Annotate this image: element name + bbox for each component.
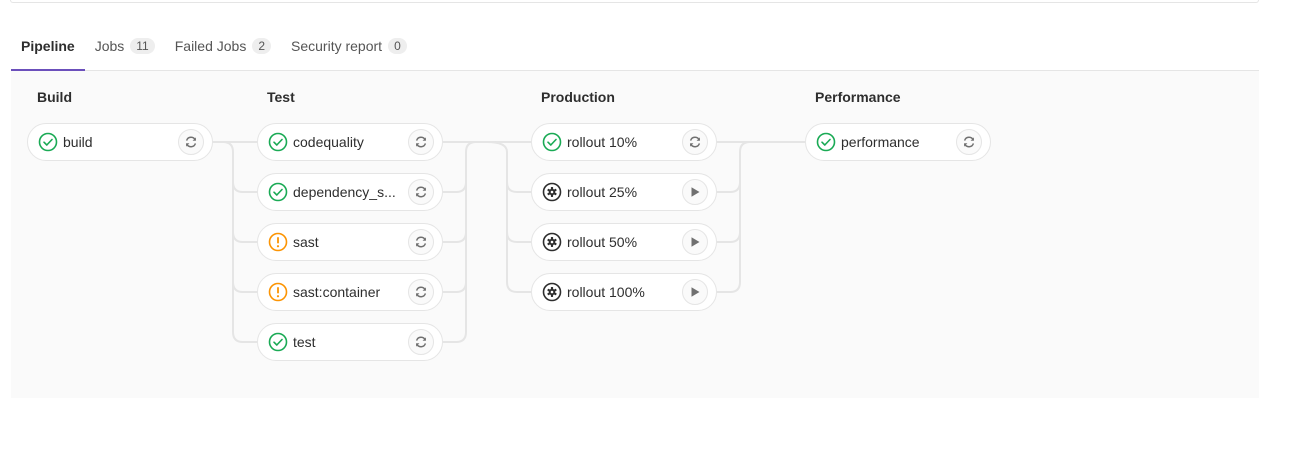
job-name: build <box>63 134 93 150</box>
job-name: rollout 25% <box>567 184 638 200</box>
job-item[interactable]: dependency_s... <box>257 173 443 211</box>
stage-title: Test <box>267 89 295 105</box>
status-success-icon <box>38 132 58 152</box>
connector-line <box>232 231 257 243</box>
job-name: rollout 50% <box>567 234 638 250</box>
connector-line <box>717 152 741 293</box>
tab-security-report[interactable]: Security report 0 <box>281 22 417 70</box>
tab-label: Pipeline <box>21 37 75 54</box>
status-warning-icon <box>268 282 288 302</box>
status-success-icon <box>268 132 288 152</box>
connector-line <box>232 181 257 193</box>
count-badge: 0 <box>388 38 407 54</box>
job-name: sast:container <box>293 284 381 300</box>
tab-failed-jobs[interactable]: Failed Jobs 2 <box>165 22 281 70</box>
connector-line <box>443 141 477 193</box>
connector-line <box>717 141 751 193</box>
retry-icon[interactable] <box>408 179 434 205</box>
play-icon[interactable] <box>682 279 708 305</box>
stage-title: Performance <box>815 89 901 105</box>
job-item[interactable]: rollout 25% <box>531 173 717 211</box>
job-item[interactable]: test <box>257 323 443 361</box>
pipeline-graph: Build build Test codequality dependency_s...… <box>11 71 1259 398</box>
job-item[interactable]: sast <box>257 223 443 261</box>
job-item[interactable]: sast:container <box>257 273 443 311</box>
count-badge: 2 <box>252 38 272 54</box>
tab-pipeline[interactable]: Pipeline <box>11 22 85 71</box>
job-item[interactable]: rollout 10% <box>531 123 717 161</box>
top-panel-border <box>10 0 1259 3</box>
connector-line <box>486 141 531 293</box>
job-item[interactable]: performance <box>805 123 991 161</box>
status-manual-icon <box>542 282 562 302</box>
retry-icon[interactable] <box>408 279 434 305</box>
retry-icon[interactable] <box>178 129 204 155</box>
stage-title: Build <box>37 89 72 105</box>
pipeline-tabs: Pipeline Jobs 11 Failed Jobs 2 Security … <box>11 22 1259 71</box>
status-success-icon <box>268 182 288 202</box>
count-badge: 11 <box>130 38 155 54</box>
play-icon[interactable] <box>682 179 708 205</box>
retry-icon[interactable] <box>956 129 982 155</box>
job-name: codequality <box>293 134 364 150</box>
retry-icon[interactable] <box>682 129 708 155</box>
tab-label: Security report <box>291 38 383 54</box>
retry-icon[interactable] <box>408 229 434 255</box>
connector-line <box>506 181 531 193</box>
connector-line <box>717 152 741 243</box>
status-success-icon <box>542 132 562 152</box>
job-item[interactable]: build <box>27 123 213 161</box>
job-item[interactable]: rollout 100% <box>531 273 717 311</box>
job-name: test <box>293 334 316 350</box>
play-icon[interactable] <box>682 229 708 255</box>
connector-line <box>232 281 257 293</box>
connector-line <box>443 152 467 343</box>
retry-icon[interactable] <box>408 329 434 355</box>
stage-title: Production <box>541 89 615 105</box>
connector-line <box>506 231 531 243</box>
job-name: sast <box>293 234 319 250</box>
job-name: rollout 10% <box>567 134 638 150</box>
job-name: dependency_s... <box>293 184 396 200</box>
connector-line <box>443 152 467 243</box>
tab-label: Failed Jobs <box>174 38 247 54</box>
tab-jobs[interactable]: Jobs 11 <box>85 22 165 70</box>
job-name: rollout 100% <box>567 284 645 300</box>
job-name: performance <box>841 134 920 150</box>
connector-line <box>212 141 257 343</box>
status-success-icon <box>816 132 836 152</box>
status-success-icon <box>268 332 288 352</box>
tab-label: Jobs <box>94 38 125 54</box>
status-warning-icon <box>268 232 288 252</box>
status-manual-icon <box>542 182 562 202</box>
retry-icon[interactable] <box>408 129 434 155</box>
job-item[interactable]: codequality <box>257 123 443 161</box>
connector-line <box>443 152 467 293</box>
job-item[interactable]: rollout 50% <box>531 223 717 261</box>
status-manual-icon <box>542 232 562 252</box>
